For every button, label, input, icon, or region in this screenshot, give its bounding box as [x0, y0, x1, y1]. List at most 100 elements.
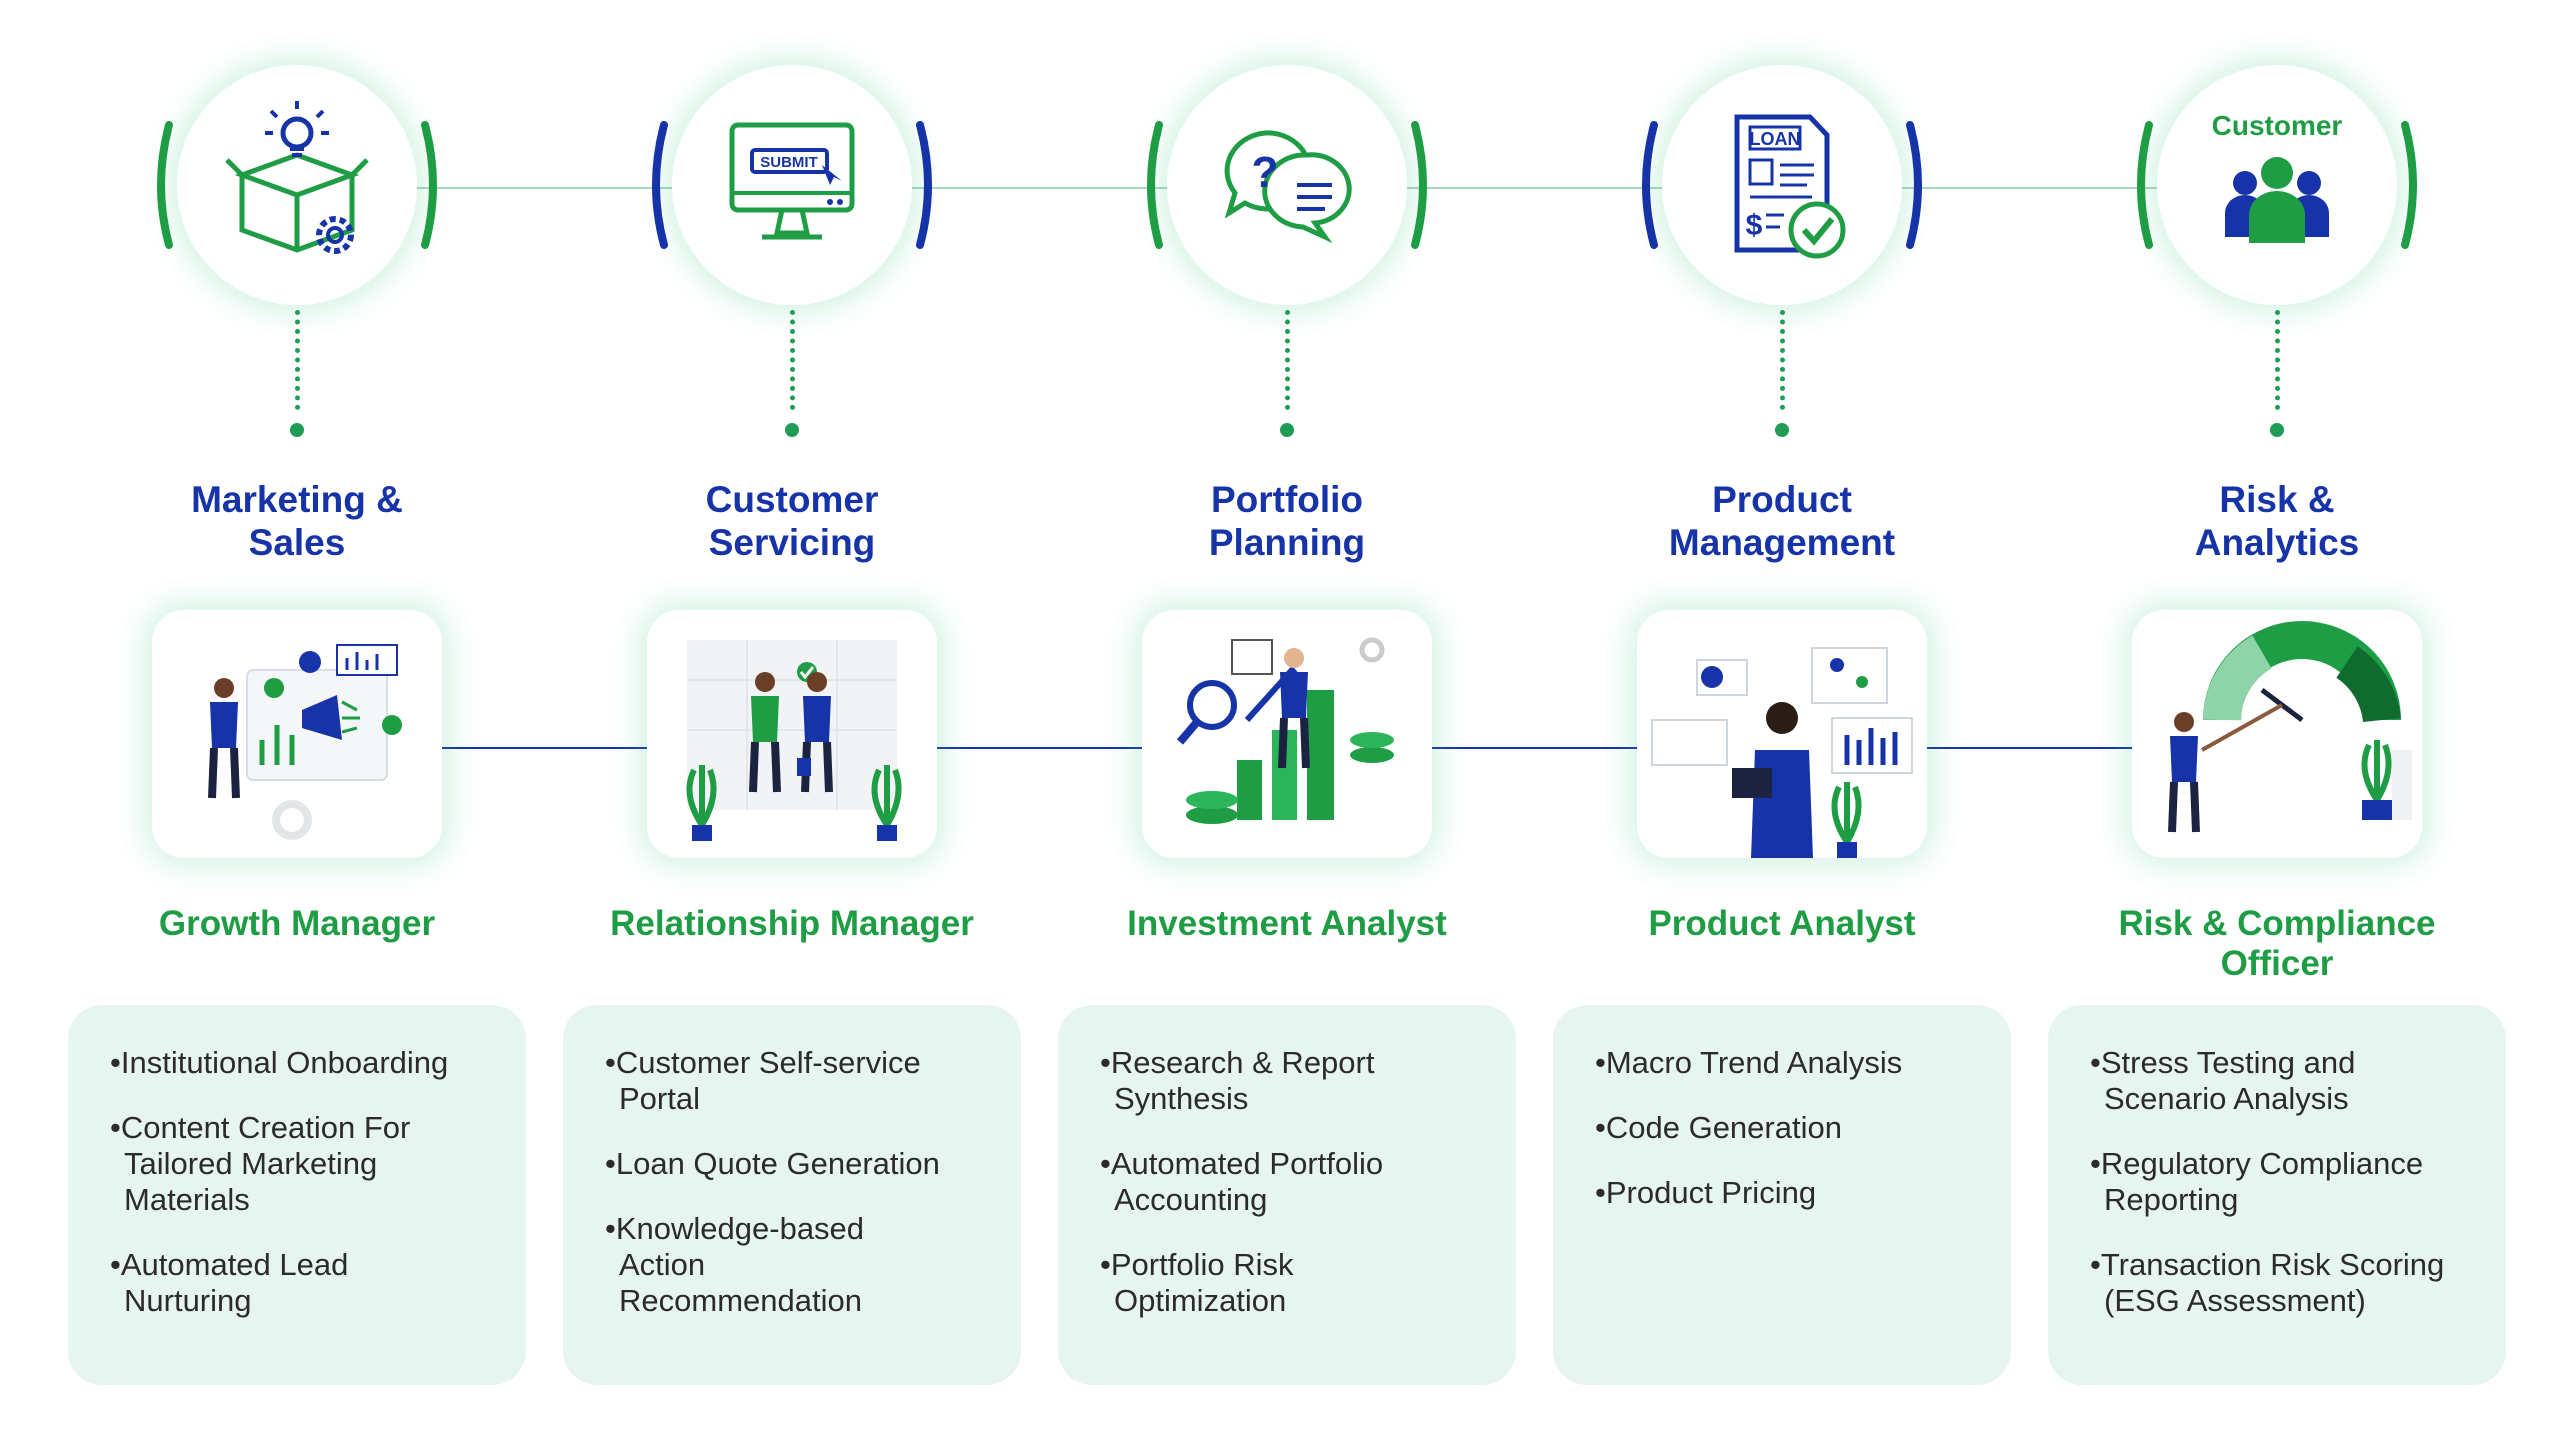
capability-card: •Macro Trend Analysis •Code Generation •Pr… [1553, 1005, 2011, 1385]
capability-item: •Code Generation [1595, 1110, 1991, 1146]
role-title-line: Relationship Manager [610, 904, 974, 943]
capability-text-line: Nurturing [124, 1283, 252, 1318]
category-icon-circle: ? [1167, 65, 1407, 305]
question-mark-label: ? [1252, 148, 1279, 197]
risk-officer-illustration [2168, 621, 2412, 833]
dotted-connector [790, 310, 795, 410]
customer-icon-label: Customer [2212, 110, 2343, 141]
icon-brackets [1642, 121, 1922, 249]
capability-text-line: (ESG Assessment) [2104, 1283, 2366, 1318]
role-title-line: Investment Analyst [1127, 904, 1447, 943]
category-title: Risk &Analytics [2067, 478, 2487, 564]
product-analyst-illustration [1651, 647, 1913, 858]
category-icon-circle: SUBMIT [672, 65, 912, 305]
dotted-connector [2275, 310, 2280, 410]
relationship-manager-illustration [686, 640, 902, 841]
capability-item: •Macro Trend Analysis [1595, 1045, 1991, 1081]
capability-text-line: Accounting [1114, 1182, 1268, 1217]
role-illustration-card [152, 610, 442, 858]
investment-analyst-illustration [1176, 637, 1394, 824]
capability-text-line: Action [619, 1247, 706, 1282]
capability-text-line: Materials [124, 1182, 250, 1217]
dotted-connector [1780, 310, 1785, 410]
capability-item: •Transaction Risk Scoring(ESG Assessment… [2090, 1247, 2486, 1319]
category-title-line: Management [1668, 522, 1896, 563]
capability-text-line: •Portfolio Risk [1100, 1247, 1294, 1282]
growth-manager-illustration [208, 644, 402, 840]
monitor-submit-icon: SUBMIT [729, 122, 855, 240]
capability-text-line: Portal [619, 1081, 700, 1116]
dotted-connector [295, 310, 300, 410]
icon-brackets [157, 121, 437, 249]
capability-text-line: Synthesis [1114, 1081, 1249, 1116]
box-lightbulb-gear-icon [225, 101, 369, 254]
icon-brackets [1147, 121, 1427, 249]
category-title-line: Product [1712, 479, 1852, 520]
role-title: Relationship Manager [552, 904, 1032, 944]
capability-text-line: •Research & Report [1100, 1045, 1375, 1080]
loan-document-check-icon: LOAN $ [1734, 114, 1846, 259]
connector-dot [2270, 423, 2284, 437]
capability-text-line: Optimization [1114, 1283, 1287, 1318]
role-illustration-card [1637, 610, 1927, 858]
role-illustration-card [2132, 610, 2422, 858]
capability-text-line: Scenario Analysis [2104, 1081, 2349, 1116]
category-title-line: Customer [705, 479, 879, 520]
category-title-line: Servicing [708, 522, 876, 563]
connector-dot [1775, 423, 1789, 437]
category-title-line: Marketing & [191, 479, 403, 520]
capability-text-line: •Code Generation [1595, 1110, 1842, 1145]
role-title: Product Analyst [1542, 904, 2022, 944]
capability-text-line: Recommendation [619, 1283, 862, 1318]
capability-text-line: Tailored Marketing [124, 1146, 378, 1181]
capability-item: •Product Pricing [1595, 1175, 1991, 1211]
connector-dot [290, 423, 304, 437]
connector-dot [1280, 423, 1294, 437]
loan-label: LOAN [1750, 129, 1801, 149]
dotted-connector [1285, 310, 1290, 410]
category-icon-circle: Customer [2157, 65, 2397, 305]
category-title-line: Risk & [2219, 479, 2335, 520]
capability-card: •Institutional Onboarding •Content Creati… [68, 1005, 526, 1385]
capability-text-line: •Automated Portfolio [1100, 1146, 1384, 1181]
capability-item: •Institutional Onboarding [110, 1045, 506, 1081]
category-title-line: Analytics [2194, 522, 2360, 563]
role-illustration-card [647, 610, 937, 858]
icon-brackets [2137, 121, 2417, 249]
capability-text-line: •Regulatory Compliance [2090, 1146, 2424, 1181]
svg-text:$: $ [1746, 209, 1763, 242]
capability-text-line: •Product Pricing [1595, 1175, 1817, 1210]
role-illustration-card [1142, 610, 1432, 858]
role-title: Investment Analyst [1047, 904, 1527, 944]
category-title-line: Planning [1208, 522, 1366, 563]
role-title-line: Growth Manager [158, 904, 436, 943]
category-icon-circle: LOAN $ [1662, 65, 1902, 305]
capability-text-line: •Loan Quote Generation [605, 1146, 940, 1181]
category-title-line: Portfolio [1210, 479, 1364, 520]
capability-text-line: Reporting [2104, 1182, 2239, 1217]
category-title: Marketing &Sales [87, 478, 507, 564]
capability-text-line: •Stress Testing and [2090, 1045, 2356, 1080]
category-title-line: Sales [248, 522, 346, 563]
capability-text-line: •Automated Lead [110, 1247, 349, 1282]
capability-text-line: •Macro Trend Analysis [1595, 1045, 1903, 1080]
role-title: Growth Manager [57, 904, 537, 944]
role-title-line: Risk & Compliance [2118, 904, 2436, 943]
capability-text-line: •Knowledge-based [605, 1211, 865, 1246]
capability-item: •Loan Quote Generation [605, 1146, 1001, 1182]
